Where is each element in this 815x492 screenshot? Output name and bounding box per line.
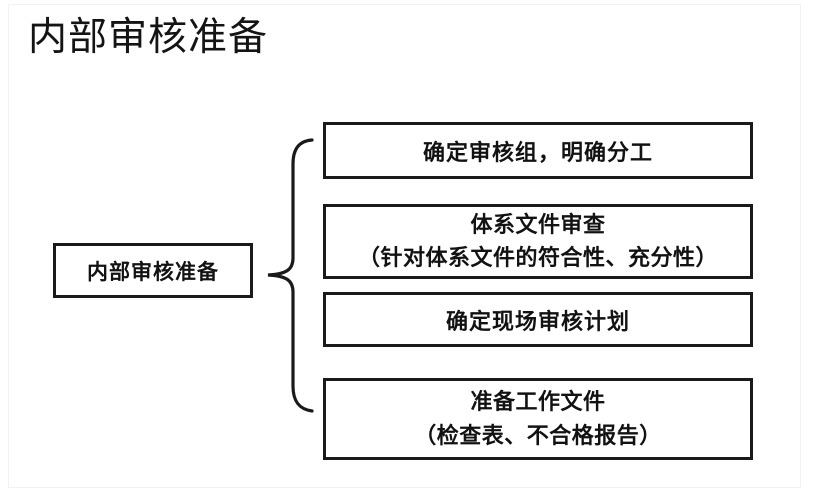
node-plan-line-1: 确定现场审核计划 — [445, 308, 630, 335]
node-docreview-line-1: 体系文件审查 — [470, 211, 606, 238]
node-workdocs-line-1: 准备工作文件 — [470, 389, 606, 415]
curly-brace-icon — [267, 138, 314, 413]
page-title: 内部审核准备 — [28, 15, 269, 60]
node-team-line-1: 确定审核组，明确分工 — [422, 139, 653, 166]
node-determine-onsite-audit-plan: 确定现场审核计划 — [323, 292, 753, 347]
node-system-document-review: 体系文件审查 （针对体系文件的符合性、充分性） — [323, 204, 753, 279]
root-node-label: 内部审核准备 — [87, 258, 219, 284]
node-prepare-working-documents: 准备工作文件 （检查表、不合格报告） — [323, 378, 753, 460]
node-workdocs-line-2: （检查表、不合格报告） — [414, 423, 662, 449]
node-determine-audit-team: 确定审核组，明确分工 — [323, 122, 753, 179]
node-docreview-line-2: （针对体系文件的符合性、充分性） — [357, 244, 718, 271]
root-node-internal-audit-preparation: 内部审核准备 — [53, 243, 253, 298]
